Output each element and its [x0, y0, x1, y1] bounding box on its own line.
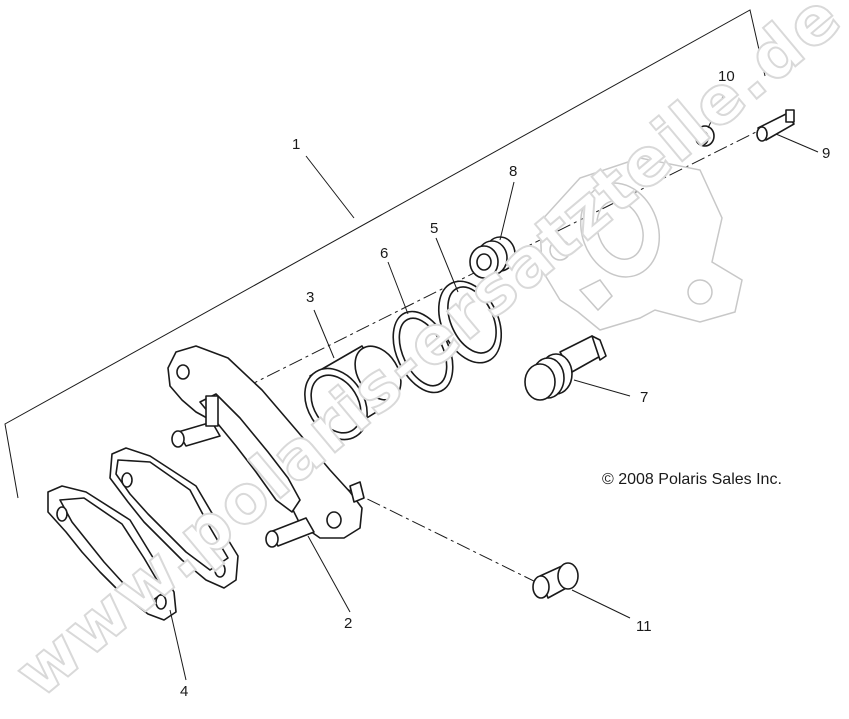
- callout-11: 11: [636, 618, 652, 635]
- part-10-bleeder-cap: [695, 125, 715, 147]
- callout-7: 7: [640, 389, 648, 406]
- part-3-piston: [304, 345, 402, 441]
- part-7-slide-pin: [524, 335, 607, 401]
- assembly-bracket: [4, 9, 766, 499]
- caliper-body: [539, 157, 743, 331]
- callout-2: 2: [344, 615, 352, 632]
- part-5-dust-seal: [437, 280, 503, 364]
- callout-8: 8: [509, 163, 517, 180]
- callout-9: 9: [822, 145, 830, 162]
- part-11-bolt: [532, 562, 579, 599]
- callout-1: 1: [292, 136, 300, 153]
- part-9-bleeder-valve: [756, 109, 795, 142]
- part-8-pin-boot: [469, 236, 516, 279]
- callout-6: 6: [380, 245, 388, 262]
- callout-5: 5: [430, 220, 438, 237]
- callout-10: 10: [718, 68, 735, 85]
- callout-labels: 1 2 3 4 5 6 7 8 9 10 11: [180, 68, 830, 700]
- part-4-brake-pads: [47, 447, 239, 621]
- callout-4: 4: [180, 683, 188, 700]
- part-6-seal: [392, 310, 454, 394]
- part-2-caliper-bracket: [167, 345, 365, 548]
- leader-lines: [169, 85, 819, 681]
- callout-3: 3: [306, 289, 314, 306]
- copyright-notice: © 2008 Polaris Sales Inc.: [602, 471, 782, 488]
